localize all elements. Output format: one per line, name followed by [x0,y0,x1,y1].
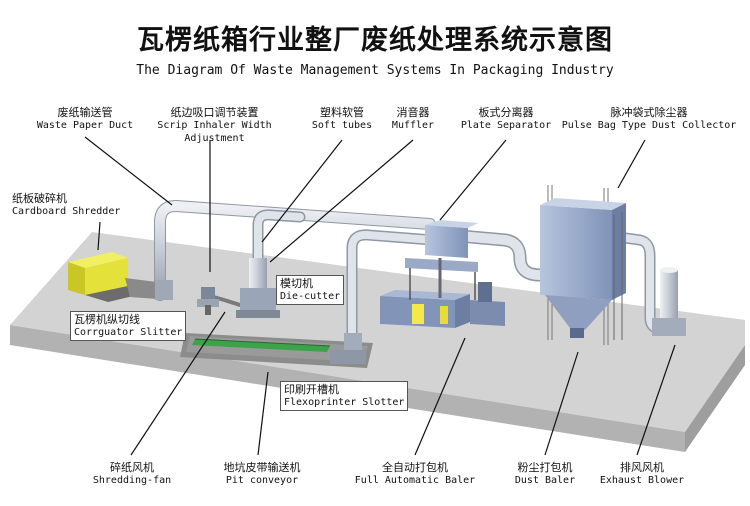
label-full-auto-baler-cn: 全自动打包机 [382,461,448,474]
label-pit-conveyor-en: Pit conveyor [225,475,299,486]
exhaust-blower-graphic [652,267,686,336]
flexoprinter-graphic [330,333,366,364]
label-shredding-fan-en: Shredding-fan [92,475,172,486]
label-scrip-inhaler: 纸边吸口调节装置 Scrip Inhaler Width Adjustment [132,106,297,145]
label-waste-paper-duct: 废纸输送管 Waste Paper Duct [10,106,160,132]
label-pit-conveyor: 地坑皮带输送机 Pit conveyor [210,461,314,487]
scrip-inhaler-graphic [197,287,219,315]
plate-separator-graphic [405,220,478,300]
label-exhaust-blower-en: Exhaust Blower [599,475,685,486]
label-corrugator-slitter-en: Corrguator Slitter [74,327,183,338]
die-cutter-graphic [236,258,280,318]
label-corrugator-slitter-cn: 瓦楞机纵切线 [74,313,140,326]
label-scrip-inhaler-cn: 纸边吸口调节装置 [170,106,259,119]
label-full-auto-baler: 全自动打包机 Full Automatic Baler [350,461,480,487]
label-muffler: 消音器 Muffler [382,106,444,132]
label-dust-collector-cn: 脉冲袋式除尘器 [610,106,688,119]
label-dust-collector-en: Pulse Bag Type Dust Collector [561,120,737,131]
label-plate-separator: 板式分离器 Plate Separator [457,106,555,132]
label-cardboard-shredder-en: Cardboard Shredder [12,206,121,217]
label-shredding-fan: 碎纸风机 Shredding-fan [82,461,182,487]
label-flexoprinter-slotter: 印刷开槽机 Flexoprinter Slotter [280,381,409,411]
label-soft-tubes-en: Soft tubes [311,120,373,131]
label-corrugator-slitter: 瓦楞机纵切线 Corrguator Slitter [70,311,187,341]
leader-lines [84,136,676,456]
baler-graphic [380,282,505,328]
label-exhaust-blower-cn: 排风风机 [620,461,664,474]
title-english: The Diagram Of Waste Management Systems … [136,63,614,78]
label-cardboard-shredder-cn: 纸板破碎机 [12,192,67,205]
label-exhaust-blower: 排风风机 Exhaust Blower [592,461,692,487]
label-dust-baler-cn: 粉尘打包机 [517,461,573,474]
label-flexoprinter-slotter-en: Flexoprinter Slotter [284,397,405,408]
label-shredding-fan-cn: 碎纸风机 [110,461,154,474]
label-flexoprinter-slotter-cn: 印刷开槽机 [284,383,339,396]
label-die-cutter: 模切机 Die-cutter [276,275,345,305]
label-muffler-en: Muffler [391,120,435,131]
cardboard-shredder-graphic [68,252,173,302]
label-full-auto-baler-en: Full Automatic Baler [354,475,476,486]
label-die-cutter-en: Die-cutter [280,291,341,302]
title-chinese: 瓦楞纸箱行业整厂废纸处理系统示意图 [137,25,613,56]
label-die-cutter-cn: 模切机 [280,277,313,290]
label-dust-baler: 粉尘打包机 Dust Baler [505,461,585,487]
label-scrip-inhaler-en: Scrip Inhaler Width Adjustment [157,120,272,144]
label-dust-baler-en: Dust Baler [514,475,576,486]
label-muffler-cn: 消音器 [396,106,430,119]
label-plate-separator-cn: 板式分离器 [478,106,534,119]
label-soft-tubes: 塑料软管 Soft tubes [302,106,382,132]
label-dust-collector: 脉冲袋式除尘器 Pulse Bag Type Dust Collector [560,106,738,132]
label-waste-paper-duct-cn: 废纸输送管 [57,106,113,119]
pit-conveyor-graphic [180,333,373,368]
dust-collector-graphic [540,185,626,345]
label-plate-separator-en: Plate Separator [460,120,552,131]
label-waste-paper-duct-en: Waste Paper Duct [36,120,134,131]
label-cardboard-shredder: 纸板破碎机 Cardboard Shredder [12,192,132,218]
label-soft-tubes-cn: 塑料软管 [320,106,364,119]
label-pit-conveyor-cn: 地坑皮带输送机 [223,461,301,474]
